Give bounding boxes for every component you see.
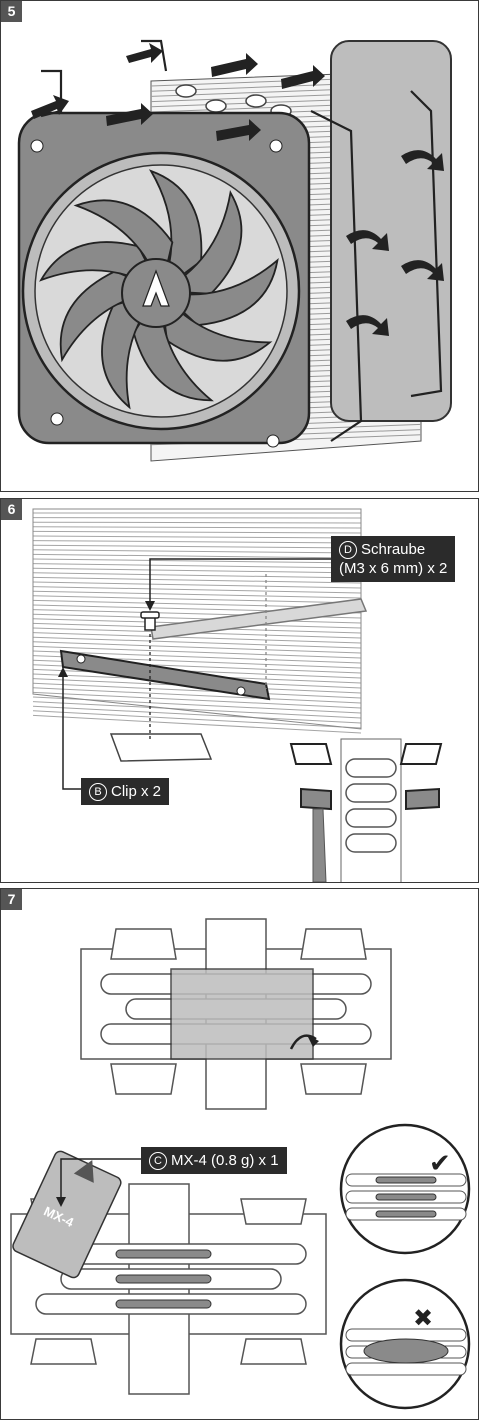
clip-label: Clip x 2	[111, 783, 162, 800]
arrow-icon	[126, 43, 163, 63]
screw-label: Schraube	[361, 541, 426, 558]
step-7-panel: 7	[0, 888, 479, 1420]
rotate-arrow-icon	[346, 230, 389, 251]
arrow-icon	[31, 95, 69, 119]
fan-wire-clips	[40, 39, 443, 442]
rotate-arrow-icon	[401, 260, 444, 281]
arrow-icon	[106, 103, 153, 126]
paste-label: MX-4 (0.8 g) x 1	[171, 1152, 279, 1169]
step-6-panel: 6	[0, 498, 479, 883]
cooler-fan-illustration	[17, 39, 452, 462]
cross-mark-icon: ✖	[413, 1304, 433, 1332]
protective-film	[170, 968, 314, 1060]
thermal-paste-illustration: MX-4 ✔ ✖	[10, 918, 471, 1410]
motion-arrows	[31, 43, 444, 336]
arrow-icon	[211, 53, 258, 77]
screw-spec: (M3 x 6 mm) x 2	[339, 560, 448, 577]
part-badge-d: D	[339, 541, 357, 559]
screw	[140, 611, 160, 631]
part-badge-b: B	[89, 783, 107, 801]
arrow-icon	[216, 119, 261, 141]
heatpipe-caps	[175, 84, 292, 118]
arrow-icon	[281, 65, 325, 89]
part-badge-c: C	[149, 1152, 167, 1170]
clip-detail-inset	[289, 738, 451, 882]
mounting-clip	[59, 649, 271, 701]
paste-lines	[115, 1249, 212, 1309]
rear-fan-frame	[330, 40, 452, 422]
step-number-6: 6	[1, 499, 22, 520]
cooler-base	[109, 733, 213, 762]
peel-arrow-icon	[289, 1034, 317, 1050]
rotate-arrow-icon	[346, 315, 389, 336]
step-number-5: 5	[1, 1, 22, 22]
step-5-panel: 5	[0, 0, 479, 492]
clip-mount-illustration	[32, 508, 451, 882]
base-bottom-view	[10, 1183, 327, 1395]
correct-application-inset: ✔	[339, 1123, 471, 1255]
front-fan	[17, 111, 311, 448]
rotate-arrow-icon	[401, 150, 444, 171]
rear-mounting-clip	[150, 598, 368, 640]
checkmark-icon: ✔	[429, 1149, 451, 1179]
step-number-7: 7	[1, 889, 22, 910]
wrong-application-inset: ✖	[339, 1278, 471, 1410]
mx4-packet: MX-4	[12, 1150, 122, 1279]
